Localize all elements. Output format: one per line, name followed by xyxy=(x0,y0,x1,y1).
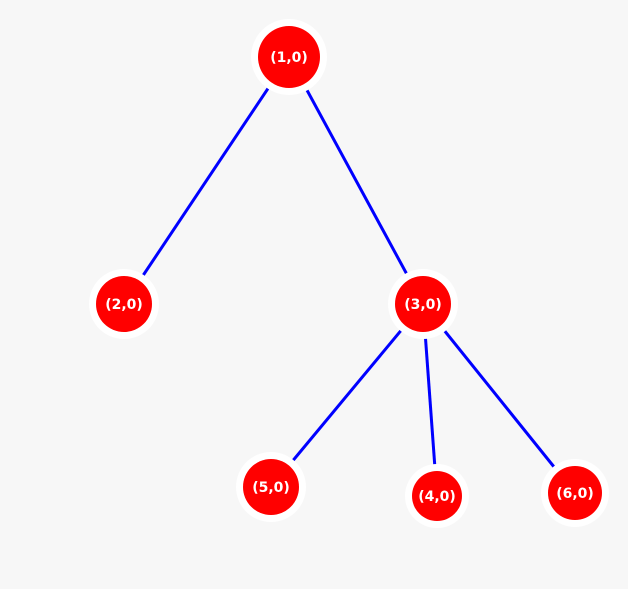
graph-edge[interactable] xyxy=(287,56,425,305)
node-circle[interactable] xyxy=(258,26,320,88)
graph-edge[interactable] xyxy=(122,56,291,305)
graph-node[interactable]: (4,0) xyxy=(405,464,469,528)
node-label: (2,0) xyxy=(105,297,143,313)
graph-node[interactable]: (1,0) xyxy=(251,19,327,95)
nodes-layer: (1,0) (2,0) (3,0) (5,0) (4,0) (6,0) xyxy=(89,19,609,528)
graph-node[interactable]: (6,0) xyxy=(541,459,609,527)
node-label: (4,0) xyxy=(418,489,456,505)
graph-node[interactable]: (5,0) xyxy=(236,452,306,522)
graph-edge[interactable] xyxy=(269,303,425,488)
node-circle[interactable] xyxy=(395,276,451,332)
node-circle[interactable] xyxy=(548,466,602,520)
graph-node[interactable]: (2,0) xyxy=(89,269,159,339)
node-circle[interactable] xyxy=(96,276,152,332)
node-label: (1,0) xyxy=(270,50,308,66)
node-label: (6,0) xyxy=(556,486,594,502)
graph-node[interactable]: (3,0) xyxy=(388,269,458,339)
node-label: (3,0) xyxy=(404,297,442,313)
node-circle[interactable] xyxy=(243,459,299,515)
node-label: (5,0) xyxy=(252,480,290,496)
graph-edge[interactable] xyxy=(421,303,577,494)
node-circle[interactable] xyxy=(412,471,462,521)
